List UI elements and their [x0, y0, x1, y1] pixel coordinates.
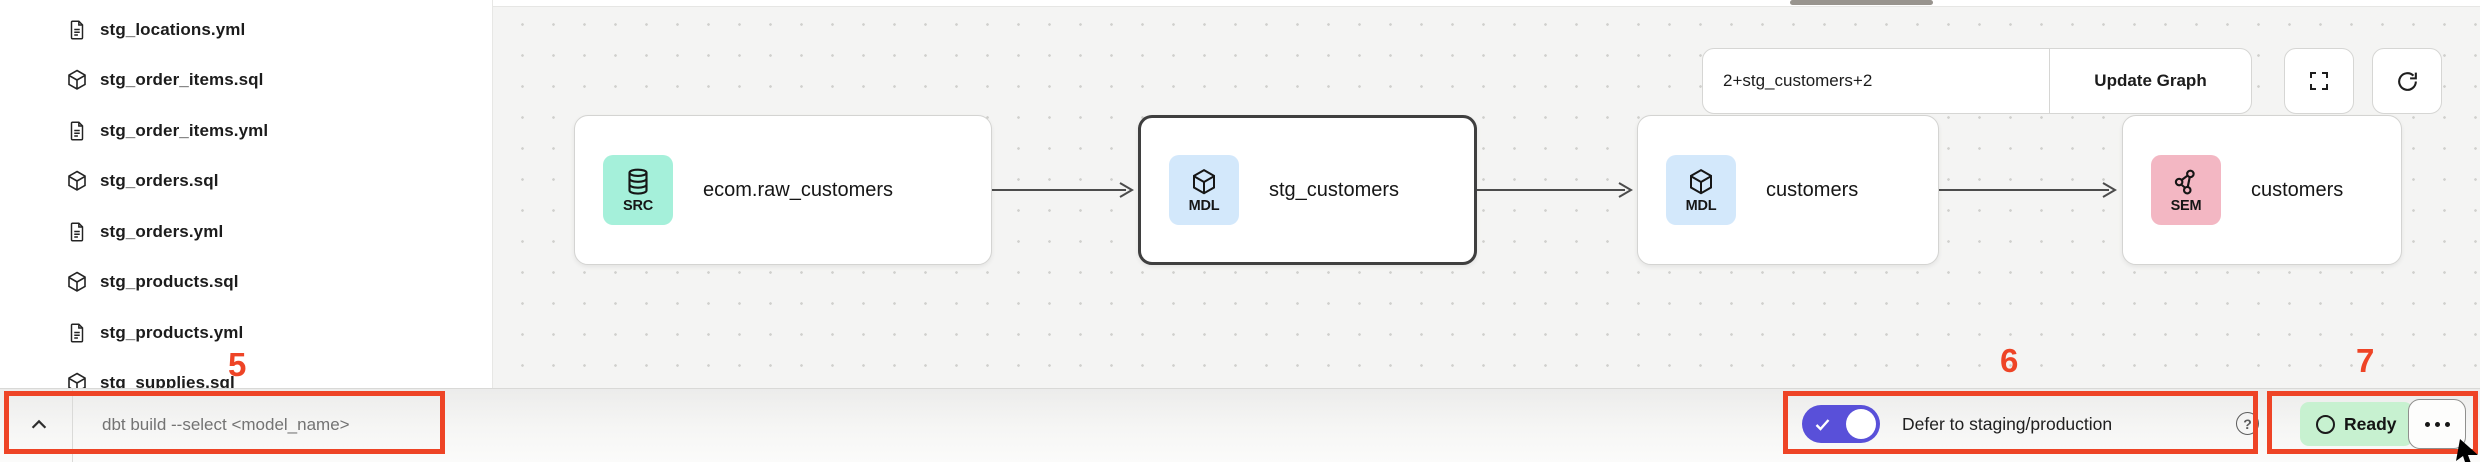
graph-horizontal-scrollbar[interactable] — [1790, 0, 1933, 5]
edge-stg-customers-to-customers — [1477, 182, 1633, 198]
badge-label: MDL — [1188, 197, 1220, 214]
file-name: stg_supplies.sql — [100, 373, 235, 388]
annotation-number-6: 6 — [2000, 342, 2019, 379]
file-name: stg_orders.sql — [100, 171, 219, 190]
node-label: customers — [1766, 178, 1859, 201]
annotation-number-7: 7 — [2356, 342, 2375, 379]
annotation-number-5: 5 — [228, 346, 247, 383]
model-badge: MDL — [1169, 155, 1239, 225]
refresh-icon — [2397, 71, 2417, 91]
edge-src-to-stg-customers — [992, 182, 1134, 198]
cube-icon — [1193, 168, 1215, 194]
model-file-icon — [64, 269, 90, 295]
annotation-box-5 — [4, 391, 445, 454]
node-label: customers — [2251, 178, 2344, 201]
yaml-file-icon — [64, 219, 90, 245]
defer-label: Defer to staging/production — [1902, 414, 2113, 434]
badge-label: SRC — [622, 197, 653, 214]
model-badge: MDL — [1666, 155, 1736, 225]
more-options-button[interactable] — [2408, 399, 2466, 449]
model-file-icon — [64, 67, 90, 93]
graph-node-stg-customers[interactable]: MDL stg_customers — [1138, 115, 1477, 265]
status-bar-divider — [72, 389, 73, 462]
refresh-graph-button[interactable] — [2372, 48, 2442, 114]
defer-toggle[interactable] — [1802, 405, 1880, 443]
expand-command-panel-button[interactable] — [24, 412, 54, 438]
file-item-stg-order-items-yml[interactable]: stg_order_items.yml — [0, 109, 492, 153]
badge-label: MDL — [1685, 197, 1717, 214]
check-icon — [1815, 419, 1830, 431]
file-name: stg_orders.yml — [100, 222, 224, 241]
toggle-knob — [1846, 409, 1876, 439]
chevron-up-icon — [31, 419, 47, 429]
file-item-partial[interactable]: stg_supplies.sql — [0, 361, 492, 388]
update-graph-button[interactable]: Update Graph — [2094, 71, 2207, 90]
status-label: Ready — [2344, 413, 2397, 434]
file-name: stg_order_items.sql — [100, 70, 264, 89]
lineage-selector-combo: Update Graph — [1702, 48, 2252, 114]
yaml-file-icon — [64, 17, 90, 43]
graph-node-source-raw-customers[interactable]: SRC ecom.raw_customers — [574, 115, 992, 265]
edge-customers-to-semantic — [1939, 182, 2117, 198]
file-explorer: stg_locations.yml stg_order_items.sql st… — [0, 0, 493, 388]
file-item-stg-products-yml[interactable]: stg_products.yml — [0, 311, 492, 355]
fullscreen-button[interactable] — [2284, 48, 2354, 114]
source-badge: SRC — [603, 155, 673, 225]
yaml-file-icon — [64, 320, 90, 346]
annotation-box-7 — [2267, 391, 2478, 454]
node-label: stg_customers — [1269, 178, 1400, 201]
file-name: stg_locations.yml — [100, 20, 246, 39]
status-circle-icon — [2316, 414, 2335, 434]
ellipsis-icon — [2424, 421, 2450, 427]
graph-node-customers-semantic[interactable]: SEM customers — [2122, 115, 2402, 265]
lineage-selector-input[interactable] — [1703, 49, 2049, 113]
selector-divider — [2049, 49, 2050, 113]
model-file-icon — [64, 168, 90, 194]
graph-scrollbar-track — [493, 0, 2480, 7]
annotation-box-6 — [1783, 391, 2258, 454]
database-icon — [628, 168, 648, 195]
file-item-stg-orders-yml[interactable]: stg_orders.yml — [0, 210, 492, 254]
file-name: stg_products.yml — [100, 323, 244, 342]
file-item-stg-order-items-sql[interactable]: stg_order_items.sql — [0, 58, 492, 102]
node-label: ecom.raw_customers — [703, 178, 894, 201]
semantic-badge: SEM — [2151, 155, 2221, 225]
help-icon[interactable]: ? — [2236, 412, 2259, 435]
fullscreen-icon — [2310, 72, 2328, 90]
file-item-stg-locations-yml[interactable]: stg_locations.yml — [0, 8, 492, 52]
model-file-icon — [64, 370, 90, 388]
semantic-network-icon — [2174, 169, 2195, 194]
dbt-command-input[interactable] — [100, 400, 744, 450]
file-name: stg_products.sql — [100, 272, 239, 291]
file-item-stg-orders-sql[interactable]: stg_orders.sql — [0, 159, 492, 203]
badge-label: SEM — [2170, 197, 2202, 214]
file-name: stg_order_items.yml — [100, 121, 269, 140]
status-ready-badge[interactable]: Ready — [2300, 402, 2413, 446]
graph-node-customers-model[interactable]: MDL customers — [1637, 115, 1939, 265]
cube-icon — [1690, 168, 1712, 194]
file-item-stg-products-sql[interactable]: stg_products.sql — [0, 260, 492, 304]
yaml-file-icon — [64, 118, 90, 144]
mouse-cursor — [2456, 439, 2478, 462]
